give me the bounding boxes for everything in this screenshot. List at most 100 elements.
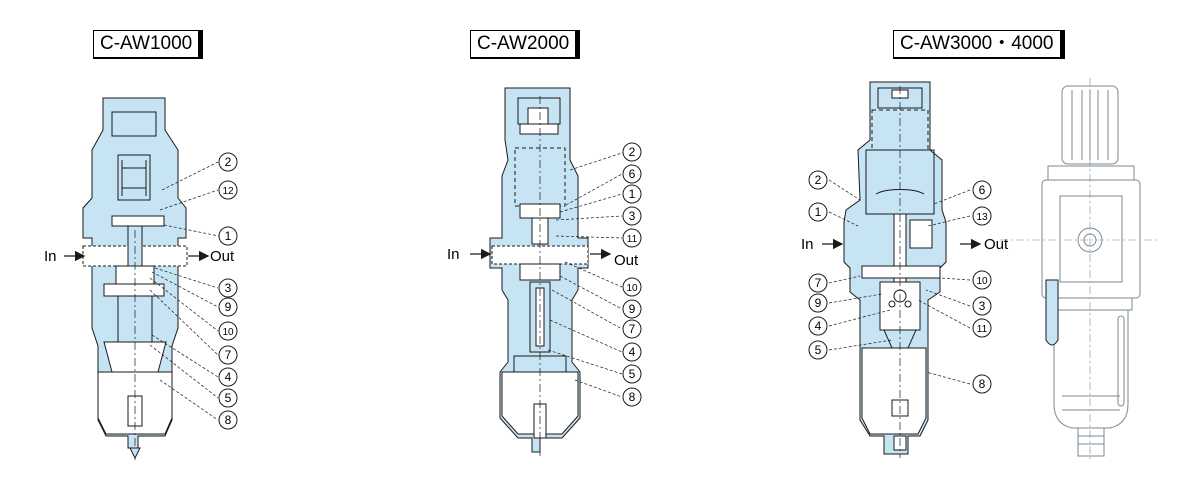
callout-number: 2 (815, 173, 822, 187)
callout-number: 11 (977, 324, 988, 335)
callout-circle (972, 180, 992, 200)
callout-number: 3 (979, 299, 986, 313)
model-title-c-aw3000-4000: C-AW3000・4000 (893, 30, 1065, 59)
model-title-c-aw1000: C-AW1000 (93, 30, 204, 59)
callout-model-2-5: 5 (622, 364, 642, 384)
callout-model-1-10: 10 (218, 321, 238, 341)
callout-number: 11 (627, 234, 638, 245)
exterior-view-c-aw3000-4000 (1000, 78, 1160, 462)
callout-number: 1 (629, 187, 636, 201)
callout-circle (218, 410, 238, 430)
callout-number: 4 (629, 345, 636, 359)
callout-circle (808, 293, 828, 313)
callout-circle (622, 164, 642, 184)
callout-model-3-left-9: 9 (808, 293, 828, 313)
callout-model-2-1: 1 (622, 184, 642, 204)
callout-number: 1 (815, 205, 822, 219)
callout-model-3-left-5: 5 (808, 340, 828, 360)
callout-model-1-9: 9 (218, 297, 238, 317)
callout-number: 6 (629, 167, 636, 181)
callout-number: 4 (225, 370, 232, 384)
callout-number: 3 (225, 281, 232, 295)
out-label-c-aw3000-4000: Out (984, 236, 1009, 253)
callout-number: 7 (815, 276, 822, 290)
callout-model-1-5: 5 (218, 388, 238, 408)
callout-circle (622, 228, 642, 248)
callout-circle (622, 299, 642, 319)
callout-model-3-right-6: 6 (972, 180, 992, 200)
callout-model-3-right-10: 10 (972, 270, 992, 290)
callout-number: 9 (225, 300, 232, 314)
callout-circle (622, 184, 642, 204)
callout-model-1-1: 1 (218, 226, 238, 246)
callout-circle (218, 180, 238, 200)
callout-model-2-7: 7 (622, 319, 642, 339)
callout-circle (622, 342, 642, 362)
callout-number: 8 (225, 413, 232, 427)
callout-model-3-right-3: 3 (972, 296, 992, 316)
callout-model-2-8: 8 (622, 387, 642, 407)
leader-lines-c-aw1000 (149, 161, 220, 421)
callout-circle (622, 277, 642, 297)
callout-model-3-left-4: 4 (808, 316, 828, 336)
callout-circle (808, 170, 828, 190)
callout-circle (808, 316, 828, 336)
callout-model-2-4: 4 (622, 342, 642, 362)
callout-circle (218, 321, 238, 341)
callout-circle (218, 226, 238, 246)
callout-circle (972, 318, 992, 338)
callout-model-3-left-2: 2 (808, 170, 828, 190)
callout-model-1-2: 2 (218, 152, 238, 172)
callout-circle (972, 296, 992, 316)
callout-circle (218, 345, 238, 365)
out-label-c-aw1000: Out (210, 248, 235, 265)
out-label-c-aw2000: Out (614, 252, 639, 269)
callout-model-2-6: 6 (622, 164, 642, 184)
model-title-c-aw2000: C-AW2000 (470, 30, 581, 59)
callout-circle (218, 152, 238, 172)
callout-model-3-right-13: 13 (972, 206, 992, 226)
callout-circle (972, 374, 992, 394)
callout-number: 3 (629, 209, 636, 223)
callout-model-2-9: 9 (622, 299, 642, 319)
callout-model-2-3: 3 (622, 206, 642, 226)
callout-circle (808, 340, 828, 360)
callout-circle (218, 367, 238, 387)
callout-number: 4 (815, 319, 822, 333)
callout-circle (622, 364, 642, 384)
callout-number: 2 (225, 155, 232, 169)
callout-model-1-4: 4 (218, 367, 238, 387)
callout-model-2-2: 2 (622, 142, 642, 162)
callout-circle (218, 388, 238, 408)
callout-circle (808, 202, 828, 222)
callout-circle (622, 387, 642, 407)
callout-circle (808, 273, 828, 293)
callout-model-3-right-11: 11 (972, 318, 992, 338)
cross-section-c-aw2000 (489, 87, 589, 456)
callout-model-1-12: 12 (218, 180, 238, 200)
in-label-c-aw3000-4000: In (801, 236, 814, 253)
callout-number: 8 (629, 390, 636, 404)
callout-model-3-left-7: 7 (808, 273, 828, 293)
callout-number: 5 (225, 391, 232, 405)
callout-number: 7 (225, 348, 232, 362)
callout-number: 10 (222, 327, 234, 338)
leader-lines-c-aw2000 (547, 151, 626, 398)
callout-model-2-11: 11 (622, 228, 642, 248)
callout-circle (622, 206, 642, 226)
callout-circle (218, 278, 238, 298)
in-label-c-aw2000: In (447, 246, 460, 263)
callout-number: 10 (626, 283, 638, 294)
callout-circle (218, 297, 238, 317)
callout-number: 10 (976, 276, 988, 287)
callout-model-1-7: 7 (218, 345, 238, 365)
callout-number: 9 (815, 296, 822, 310)
callout-model-1-3: 3 (218, 278, 238, 298)
callout-circle (622, 142, 642, 162)
callout-model-2-10: 10 (622, 277, 642, 297)
cross-section-c-aw3000-4000 (843, 81, 947, 458)
callout-number: 1 (225, 229, 232, 243)
